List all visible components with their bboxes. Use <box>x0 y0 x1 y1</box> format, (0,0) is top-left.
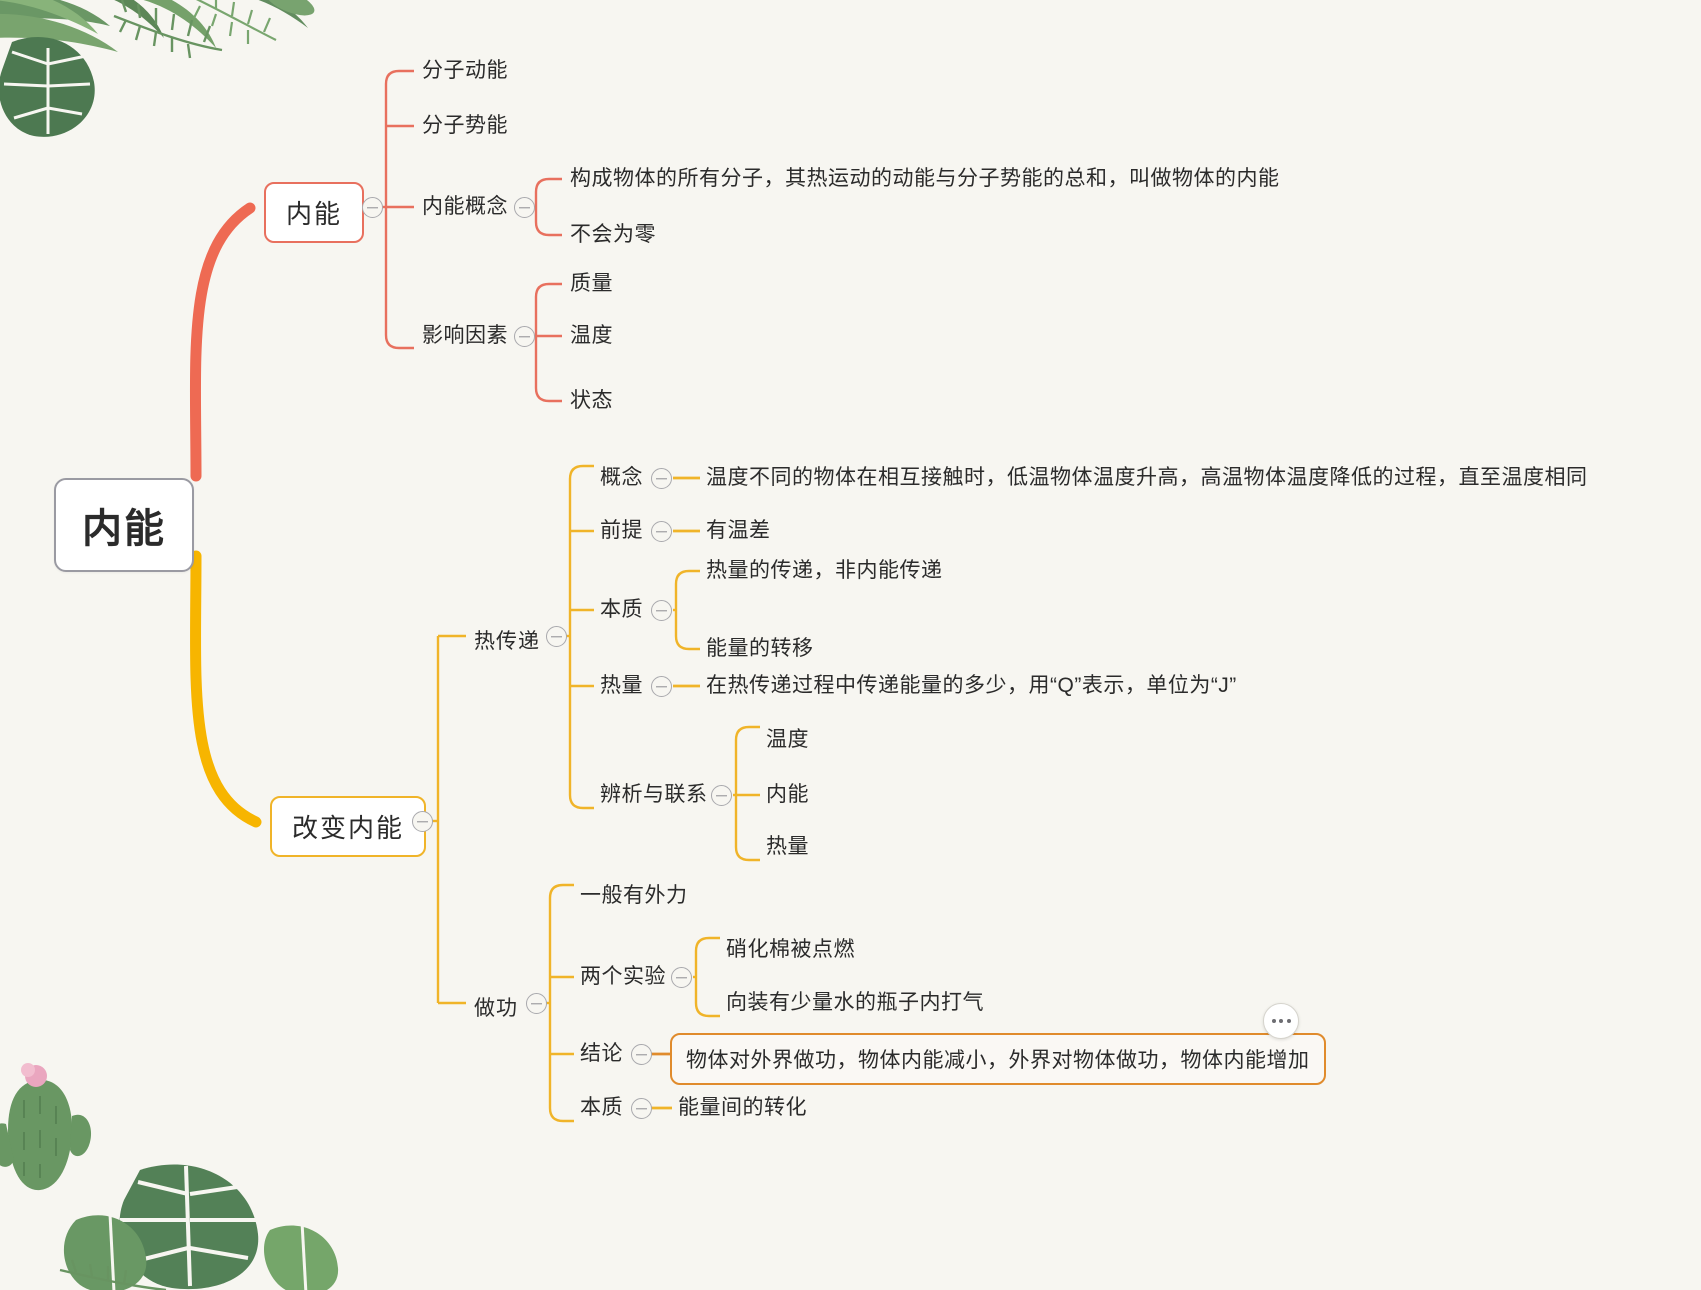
node-benzhi-zuogong[interactable]: 本质 <box>580 1096 623 1119</box>
leaf-reliang-chuandi[interactable]: 热量的传递，非内能传递 <box>706 559 943 582</box>
branch-node-nei-neng[interactable]: 内能 <box>264 182 365 243</box>
node-rechuandi-gainian[interactable]: 概念 <box>600 466 643 489</box>
node-liangge-shiyan[interactable]: 两个实验 <box>580 965 666 988</box>
collapse-toggle-qianti[interactable] <box>651 521 672 542</box>
collapse-toggle-neineng-gainian[interactable] <box>514 197 535 218</box>
foliage-decoration-bottom-left <box>0 1063 339 1290</box>
collapse-toggle-yingxiang-yinsu[interactable] <box>514 326 535 347</box>
leaf-rechuandi-definition[interactable]: 温度不同的物体在相互接触时，低温物体温度升高，高温物体温度降低的过程，直至温度相… <box>706 466 1588 489</box>
leaf-wendu-yingxiang[interactable]: 温度 <box>570 324 613 347</box>
collapse-toggle-nei-neng[interactable] <box>362 197 383 218</box>
leaf-neineng-gainian[interactable]: 内能概念 <box>422 195 508 218</box>
root-node[interactable]: 内能 <box>54 478 194 572</box>
collapse-toggle-zuogong[interactable] <box>526 993 547 1014</box>
leaf-fenzi-dongneng[interactable]: 分子动能 <box>422 59 508 82</box>
leaf-jielun-selected[interactable]: 物体对外界做功，物体内能减小，外界对物体做功，物体内能增加 <box>670 1033 1326 1085</box>
leaf-wendu-bianxi[interactable]: 温度 <box>766 728 809 751</box>
leaf-zhiliang[interactable]: 质量 <box>570 272 613 295</box>
foliage-decoration-top-left <box>0 0 315 137</box>
collapse-toggle-gaibian-neineng[interactable] <box>412 811 433 832</box>
collapse-toggle-benzhi-rechuandi[interactable] <box>651 600 672 621</box>
node-reliang[interactable]: 热量 <box>600 674 643 697</box>
branch-node-gaibian-neineng[interactable]: 改变内能 <box>270 796 427 857</box>
node-qianti[interactable]: 前提 <box>600 519 643 542</box>
leaf-reliang-definition[interactable]: 在热传递过程中传递能量的多少，用“Q”表示，单位为“J” <box>706 674 1237 697</box>
leaf-yingxiang-yinsu[interactable]: 影响因素 <box>422 324 508 347</box>
node-bianxi-yu-lianxi[interactable]: 辨析与联系 <box>600 783 708 806</box>
node-zuogong[interactable]: 做功 <box>474 997 518 1020</box>
collapse-toggle-benzhi-zuogong[interactable] <box>631 1098 652 1119</box>
collapse-toggle-reliang[interactable] <box>651 676 672 697</box>
node-rechuandi[interactable]: 热传递 <box>474 630 540 653</box>
collapse-toggle-bianxi-yu-lianxi[interactable] <box>711 785 732 806</box>
node-jielun[interactable]: 结论 <box>580 1042 623 1065</box>
collapse-toggle-liangge-shiyan[interactable] <box>671 967 692 988</box>
collapse-toggle-rechuandi-gainian[interactable] <box>651 468 672 489</box>
leaf-xiaohuamian-dianran[interactable]: 硝化棉被点燃 <box>726 938 855 961</box>
leaf-neineng-bianxi[interactable]: 内能 <box>766 783 809 806</box>
leaf-reliang-bianxi[interactable]: 热量 <box>766 835 809 858</box>
leaf-yiban-you-waili[interactable]: 一般有外力 <box>580 884 688 907</box>
leaf-nengliang-zhuanhua[interactable]: 能量间的转化 <box>678 1096 807 1119</box>
leaf-youwencha[interactable]: 有温差 <box>706 519 771 542</box>
leaf-zhuangtai[interactable]: 状态 <box>570 389 613 412</box>
leaf-fenzi-shineng[interactable]: 分子势能 <box>422 114 508 137</box>
collapse-toggle-rechuandi[interactable] <box>546 626 567 647</box>
more-horizontal-icon[interactable] <box>1263 1003 1299 1039</box>
node-benzhi-rechuandi[interactable]: 本质 <box>600 598 643 621</box>
leaf-neineng-definition[interactable]: 构成物体的所有分子，其热运动的动能与分子势能的总和，叫做物体的内能 <box>570 167 1280 190</box>
leaf-buhui-weiling[interactable]: 不会为零 <box>570 223 656 246</box>
leaf-nengliang-zhuanyi[interactable]: 能量的转移 <box>706 637 814 660</box>
collapse-toggle-jielun[interactable] <box>631 1044 652 1065</box>
leaf-pingzi-daqi[interactable]: 向装有少量水的瓶子内打气 <box>726 991 984 1014</box>
